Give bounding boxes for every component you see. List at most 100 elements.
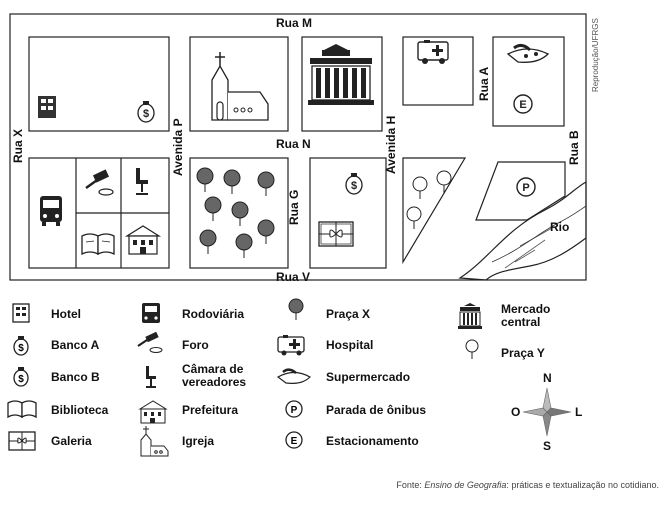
legend-chamber-label-line1: Câmara de — [182, 362, 244, 376]
legend-market-label: Mercado central — [501, 303, 550, 329]
legend-hospital-icon — [277, 335, 305, 356]
tree-light-icon — [406, 206, 422, 229]
compass-east: L — [575, 405, 583, 419]
bus-stop-icon: P — [516, 177, 536, 197]
svg-text:$: $ — [143, 108, 149, 120]
legend-bank-b-label: Banco B — [51, 370, 100, 384]
source-title: Ensino de Geografia — [424, 480, 507, 490]
legend-market-icon — [458, 303, 482, 329]
source-citation: Fonte: Ensino de Geografia: práticas e t… — [396, 480, 659, 490]
bus-stop-icon-letter: P — [522, 182, 529, 194]
legend-praca-x-label: Praça X — [326, 307, 371, 321]
river — [458, 180, 587, 281]
legend-praca-y-icon — [465, 339, 479, 359]
street-rua-a: Rua A — [477, 66, 491, 101]
praca-x-trees — [196, 167, 275, 258]
tree-light-icon — [436, 170, 452, 193]
block-hotel — [28, 36, 170, 132]
hotel-icon — [38, 96, 56, 118]
street-rua-x: Rua X — [11, 128, 25, 163]
praca-y-trees — [406, 170, 452, 229]
legend-praca-x-icon — [288, 298, 304, 320]
legend-supermarket-label: Supermercado — [326, 370, 411, 384]
legend-praca-y-label: Praça Y — [501, 346, 545, 360]
legend-church-label: Igreja — [182, 434, 215, 448]
legend-supermarket-icon — [276, 368, 311, 384]
bank-a-icon: $ — [345, 173, 363, 195]
river-label: Rio — [550, 220, 570, 234]
legend-bus-station-icon — [142, 303, 160, 323]
block-praca-y — [402, 157, 467, 265]
legend-bank-a-icon: $ — [13, 336, 29, 356]
legend-market-label-line2: central — [501, 315, 541, 329]
court-icon — [85, 169, 114, 196]
hospital-icon — [417, 40, 449, 64]
legend-church-icon — [140, 426, 169, 457]
chamber-icon — [136, 168, 148, 195]
tree-light-icon — [412, 176, 428, 199]
street-avenida-h: Avenida H — [384, 115, 398, 174]
legend-chamber-label-line2: vereadores — [182, 375, 247, 389]
legend-bus-stop-icon: P — [285, 400, 303, 418]
compass-north: N — [543, 371, 552, 385]
legend-court-label: Foro — [182, 338, 209, 352]
legend-gallery-label: Galeria — [51, 434, 92, 448]
legend-hotel-icon — [12, 303, 30, 323]
legend-parking-label: Estacionamento — [326, 434, 419, 448]
church-icon — [211, 52, 269, 121]
gallery-icon — [318, 221, 354, 247]
legend-bank-a-label: Banco A — [51, 338, 100, 352]
street-rua-n: Rua N — [276, 137, 311, 151]
bus-station-icon — [40, 196, 62, 226]
street-rua-m: Rua M — [276, 16, 312, 30]
parking-icon: E — [513, 94, 533, 114]
legend-city-hall-label: Prefeitura — [182, 403, 239, 417]
street-avenida-p: Avenida P — [171, 118, 185, 176]
tree-dark-icon — [196, 167, 214, 192]
legend-bus-station-label: Rodoviária — [182, 307, 245, 321]
compass-rose-icon — [522, 387, 572, 437]
legend-market-label-line1: Mercado — [501, 302, 551, 316]
legend-city-hall-icon — [138, 400, 168, 424]
tree-dark-icon — [204, 196, 222, 221]
city-hall-icon — [124, 225, 162, 255]
legend-bus-stop-label: Parada de ônibus — [326, 403, 427, 417]
tree-dark-icon — [235, 233, 253, 258]
legend-hospital-label: Hospital — [326, 338, 374, 352]
svg-text:$: $ — [18, 343, 24, 354]
map-border — [9, 13, 587, 281]
block-praca-x — [189, 157, 289, 269]
library-icon — [81, 233, 115, 256]
block-church — [189, 36, 289, 132]
tree-dark-icon — [223, 169, 241, 194]
legend-court-icon — [137, 331, 163, 353]
legend-library-label: Biblioteca — [51, 403, 109, 417]
legend-hotel-label: Hotel — [51, 307, 81, 321]
legend-gallery-icon — [8, 431, 36, 451]
svg-text:$: $ — [18, 374, 24, 385]
svg-text:P: P — [291, 405, 298, 416]
block-supermarket — [492, 36, 565, 127]
legend-chamber-icon — [146, 366, 156, 388]
tree-dark-icon — [257, 219, 275, 244]
legend-parking-icon: E — [285, 431, 303, 449]
legend-bank-b-icon: $ — [13, 367, 29, 387]
block-gallery — [309, 157, 387, 269]
tree-dark-icon — [257, 171, 275, 196]
credit-text: Reprodução/UFRGS — [591, 18, 600, 92]
block-hospital — [402, 36, 474, 106]
central-market-icon — [308, 44, 374, 105]
bank-b-icon: $ — [137, 101, 155, 123]
block-market — [301, 36, 383, 132]
legend-library-icon — [7, 400, 37, 419]
tree-dark-icon — [199, 229, 217, 254]
svg-text:$: $ — [351, 180, 357, 192]
street-rua-v: Rua V — [276, 270, 311, 284]
street-rua-g: Rua G — [287, 189, 301, 225]
street-rua-b: Rua B — [567, 130, 581, 165]
source-rest: : práticas e textualização no cotidiano. — [506, 480, 659, 490]
svg-text:E: E — [291, 436, 298, 447]
supermarket-icon — [506, 43, 550, 63]
parking-icon-letter: E — [519, 99, 526, 111]
